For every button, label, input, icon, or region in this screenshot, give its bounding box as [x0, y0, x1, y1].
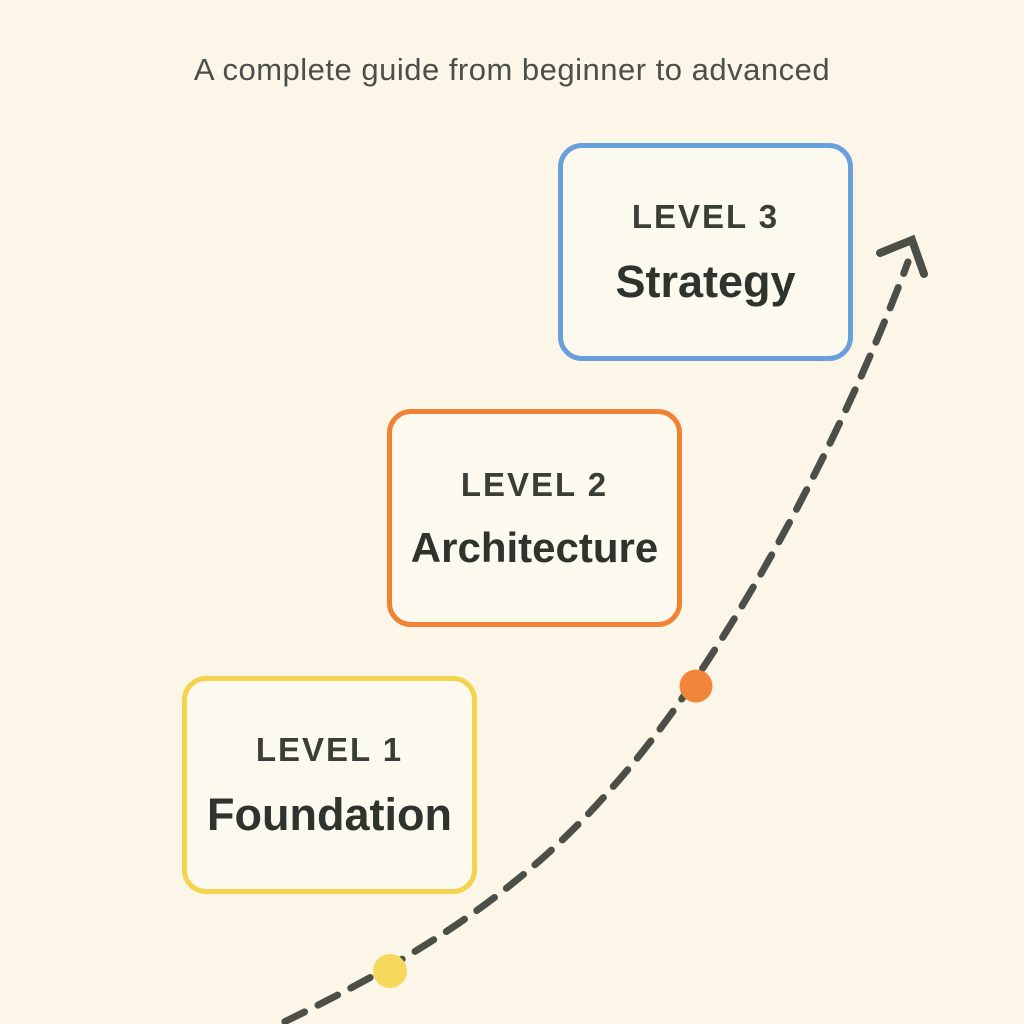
level-3-label: LEVEL 3	[631, 198, 780, 235]
level-2-card: LEVEL 2 Architecture	[387, 409, 682, 627]
level-2-name: Architecture	[410, 523, 659, 571]
milestone-dot-level-2	[679, 669, 713, 703]
milestone-dot-level-1	[373, 954, 407, 988]
level-3-card: LEVEL 3 Strategy	[558, 143, 853, 361]
level-1-card: LEVEL 1 Foundation	[182, 676, 477, 894]
level-1-name: Foundation	[207, 789, 452, 840]
page-title: A complete guide from beginner to advanc…	[193, 52, 831, 87]
level-1-label: LEVEL 1	[255, 731, 404, 768]
dashed-curve	[272, 258, 912, 1024]
level-2-label: LEVEL 2	[460, 465, 609, 503]
arrowhead-icon	[876, 234, 928, 278]
level-3-name: Strategy	[615, 256, 796, 307]
